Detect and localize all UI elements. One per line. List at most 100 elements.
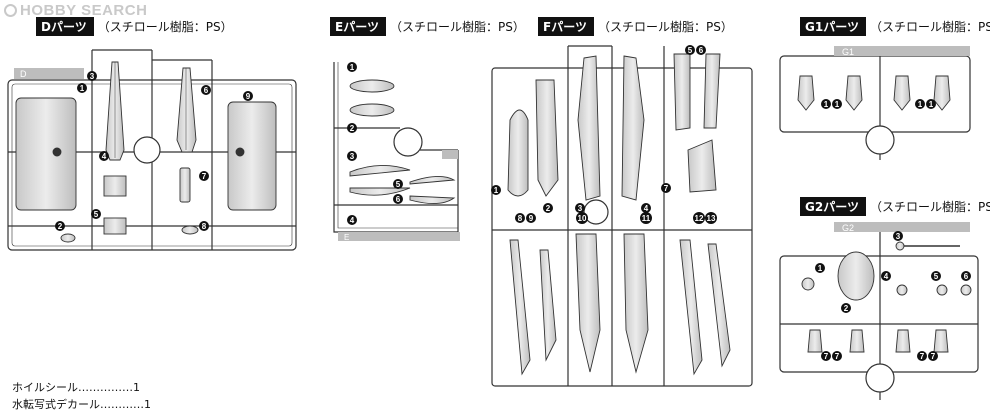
part-g2-4 <box>896 284 908 296</box>
part-f9 <box>539 249 557 362</box>
logo-mark-icon <box>4 4 17 17</box>
svg-text:4: 4 <box>644 204 649 213</box>
svg-text:2: 2 <box>844 304 849 313</box>
callout-g2-6: 6 <box>961 271 971 281</box>
logo-text: HOBBY SEARCH <box>20 2 148 19</box>
svg-text:1: 1 <box>824 100 829 109</box>
section-header-d: Dパーツ （スチロール樹脂：PS） <box>36 17 233 36</box>
part-d6 <box>176 67 197 153</box>
callout-g2-2: 2 <box>841 303 851 313</box>
part-f8 <box>509 239 531 376</box>
part-f1 <box>507 109 529 197</box>
callout-g2-7a: 7 <box>821 351 831 361</box>
part-d5 <box>103 217 127 235</box>
svg-text:5: 5 <box>688 46 693 55</box>
svg-text:10: 10 <box>578 214 587 223</box>
svg-text:3: 3 <box>350 152 355 161</box>
section-material-g2: （スチロール樹脂：PS） <box>869 200 990 214</box>
callout-g2-7c: 7 <box>917 351 927 361</box>
part-e3 <box>349 165 411 177</box>
parts-g2 <box>801 241 972 353</box>
callout-d1: 1 <box>77 83 87 93</box>
section-tag-d: Dパーツ <box>36 17 94 36</box>
svg-text:4: 4 <box>102 152 107 161</box>
svg-text:3: 3 <box>90 72 95 81</box>
callout-g1-1a: 1 <box>821 99 831 109</box>
part-f6 <box>703 53 721 129</box>
svg-text:11: 11 <box>642 214 651 223</box>
parts-f <box>507 53 731 376</box>
part-g1-1d <box>933 75 951 111</box>
part-f11 <box>623 233 649 374</box>
svg-text:6: 6 <box>699 46 704 55</box>
callout-e2: 2 <box>347 123 357 133</box>
part-e1a <box>349 79 395 93</box>
part-g2-7d <box>933 329 949 353</box>
part-d1 <box>15 97 77 211</box>
svg-text:3: 3 <box>578 204 583 213</box>
section-tag-g2: G2パーツ <box>800 197 866 216</box>
svg-text:8: 8 <box>202 222 207 231</box>
svg-text:6: 6 <box>964 272 969 281</box>
part-f5 <box>673 53 691 131</box>
svg-text:13: 13 <box>707 214 716 223</box>
section-material-e: （スチロール樹脂：PS） <box>389 20 525 34</box>
footer-item-decal: 水転写式デカール…………1 <box>12 398 151 411</box>
callout-e6: 6 <box>393 194 403 204</box>
part-number-callouts: 1 3 6 9 4 5 7 8 2 1 2 3 4 5 6 1 2 3 4 5 … <box>55 45 971 361</box>
frame-label-g2: G2 <box>834 222 970 233</box>
part-d7 <box>179 167 191 203</box>
svg-text:2: 2 <box>58 222 63 231</box>
runner-g1 <box>779 55 971 160</box>
callout-d8: 8 <box>199 221 209 231</box>
section-header-g2: G2パーツ （スチロール樹脂：PS） <box>800 197 990 216</box>
part-g2-2 <box>837 251 875 301</box>
svg-text:7: 7 <box>664 184 669 193</box>
svg-text:7: 7 <box>835 352 840 361</box>
callout-e5: 5 <box>393 179 403 189</box>
svg-text:9: 9 <box>246 92 251 101</box>
callout-f2: 2 <box>543 203 553 213</box>
part-g2-1 <box>801 277 815 291</box>
part-f12 <box>679 239 703 376</box>
svg-text:G2: G2 <box>842 223 854 233</box>
svg-text:5: 5 <box>396 180 401 189</box>
part-e5 <box>409 176 456 185</box>
svg-text:G1: G1 <box>842 47 854 57</box>
callout-f13: 13 <box>705 212 717 224</box>
part-e4 <box>349 187 411 196</box>
callout-e3: 3 <box>347 151 357 161</box>
logo: HOBBY SEARCH <box>4 2 147 19</box>
svg-text:1: 1 <box>835 100 840 109</box>
svg-text:5: 5 <box>934 272 939 281</box>
callout-d9: 9 <box>243 91 253 101</box>
callout-g2-5: 5 <box>931 271 941 281</box>
part-d2 <box>60 233 76 243</box>
callout-e1: 1 <box>347 62 357 72</box>
callout-g2-4: 4 <box>881 271 891 281</box>
callout-e4: 4 <box>347 215 357 225</box>
svg-text:1: 1 <box>80 84 85 93</box>
part-g1-1b <box>845 75 863 111</box>
section-header-e: Eパーツ （スチロール樹脂：PS） <box>330 17 525 36</box>
svg-text:8: 8 <box>518 214 523 223</box>
section-header-f: Fパーツ （スチロール樹脂：PS） <box>538 17 733 36</box>
callout-g2-7b: 7 <box>832 351 842 361</box>
part-g1-1c <box>893 75 911 111</box>
callout-f5: 5 <box>685 45 695 55</box>
section-tag-e: Eパーツ <box>330 17 386 36</box>
part-g2-3 <box>895 241 905 251</box>
svg-text:4: 4 <box>884 272 889 281</box>
callout-d3: 3 <box>87 71 97 81</box>
part-e1b <box>349 103 395 117</box>
section-tag-g1: G1パーツ <box>800 17 866 36</box>
parts-e <box>349 79 456 204</box>
frame-label-d: D <box>14 68 84 79</box>
svg-text:D: D <box>20 69 27 79</box>
svg-text:7: 7 <box>931 352 936 361</box>
svg-text:6: 6 <box>396 195 401 204</box>
callout-f3: 3 <box>575 203 585 213</box>
svg-text:7: 7 <box>824 352 829 361</box>
part-f3 <box>577 55 601 201</box>
svg-text:1: 1 <box>918 100 923 109</box>
